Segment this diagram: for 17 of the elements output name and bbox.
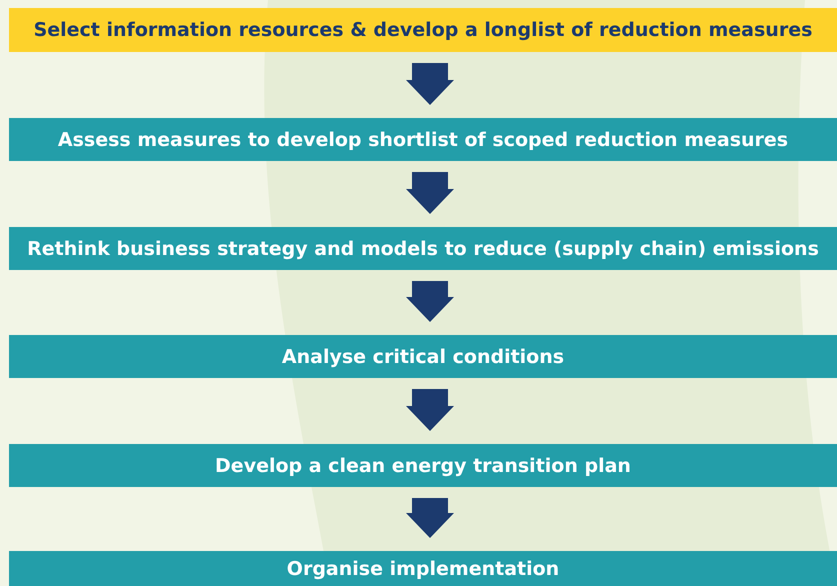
step-label: Analyse critical conditions [282, 344, 564, 368]
step-label: Assess measures to develop shortlist of scoped reduction measures [58, 128, 788, 152]
step-label: Rethink business strategy and models to reduce (supply chain) emissions [27, 236, 819, 260]
down-arrow [406, 389, 454, 431]
step-bar [9, 335, 837, 378]
down-arrow [406, 281, 454, 322]
step-bar [9, 551, 837, 586]
down-arrow [406, 172, 454, 214]
step-label: Select information resources & develop a longlist of reduction measures [34, 18, 812, 42]
step-bar [9, 444, 837, 487]
down-arrow [406, 498, 454, 538]
step-bar [9, 227, 837, 270]
step-label: Develop a clean energy transition plan [215, 454, 631, 478]
down-arrow [406, 63, 454, 105]
step-bar [9, 8, 837, 52]
step-bar [9, 118, 837, 161]
step-label: Organise implementation [286, 556, 560, 580]
